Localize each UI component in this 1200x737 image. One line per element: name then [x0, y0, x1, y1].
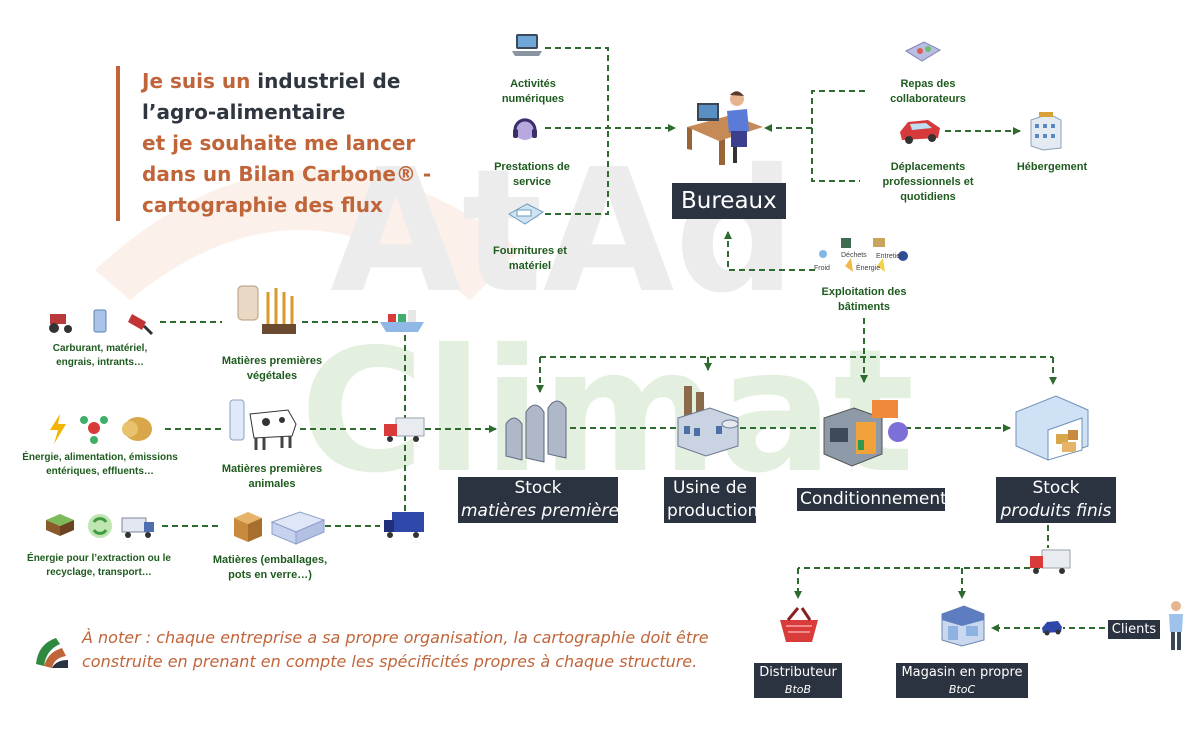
clients-title: Clients — [1111, 622, 1157, 637]
title-part-1: Je suis un — [142, 69, 258, 93]
fertilizer-bag-icon — [93, 309, 107, 333]
store-subtitle: BtoC — [948, 683, 976, 696]
atad-logo-icon — [36, 638, 68, 668]
warehouse-icon — [1015, 395, 1089, 461]
truck-icon — [121, 517, 154, 538]
flow-buildings-office — [724, 231, 815, 271]
distributor-title: Distributeur — [759, 665, 837, 680]
meals-label: Repas des collaborateurs — [890, 78, 966, 105]
title-part-2: industriel de l’agro-alimentaire — [142, 69, 401, 124]
soil-layers-icon — [46, 514, 74, 536]
buildings-label: Exploitation des bâtiments — [821, 286, 907, 313]
farm-inputs-icons — [49, 309, 154, 336]
animal-materials-label: Matières premières animales — [221, 463, 323, 490]
meal-tray-icon — [904, 41, 942, 62]
packing-tag: Conditionnement — [797, 488, 947, 511]
recycle-icon — [88, 514, 112, 538]
packaging-box-icon — [234, 511, 326, 545]
factory-icon — [677, 386, 739, 457]
watermark-swoosh — [95, 169, 520, 300]
truck-blue-icon — [384, 512, 424, 538]
flow-travel-down — [811, 128, 860, 182]
headset-icon — [513, 118, 537, 140]
store-tag: Magasin en propre BtoC — [896, 663, 1028, 698]
title-part-3: et je souhaite me lancer dans un Bilan C… — [142, 131, 432, 217]
packing-machine-icon — [823, 400, 908, 467]
milk-cow-icon — [229, 399, 297, 450]
offices-tag: Bureaux — [672, 183, 786, 219]
clients-tag: Clients — [1108, 620, 1160, 639]
flow-digital — [545, 47, 609, 128]
cold-icon — [819, 250, 827, 258]
lodging-label: Hébergement — [1016, 161, 1088, 173]
offices-title: Bureaux — [681, 188, 777, 214]
extraction-label: Énergie pour l’extraction ou le recyclag… — [27, 553, 171, 578]
cargo-ship-icon — [380, 310, 424, 332]
silo-icon — [505, 400, 567, 463]
client-person-icon — [1169, 601, 1183, 650]
extraction-icons — [46, 514, 154, 538]
packaging-materials-label: Matières (emballages, pots en verre…) — [212, 554, 328, 581]
distributor-tag: Distributeur BtoB — [754, 663, 842, 698]
car-icon — [900, 120, 940, 144]
store-title: Magasin en propre — [901, 665, 1023, 680]
maintenance-label: Entretien — [876, 253, 905, 260]
energy-icons — [50, 414, 152, 444]
flow-meals — [811, 90, 865, 128]
note-line-1: À noter : chaque entreprise a sa propre … — [82, 628, 709, 647]
factory-tag: Usine de production — [664, 477, 759, 523]
energy-small-label: Énergie — [856, 265, 881, 272]
supplies-icon — [508, 203, 544, 225]
page-title: Je suis un industriel de l’agro-alimenta… — [116, 66, 432, 221]
lightning-icon — [50, 414, 66, 444]
flour-wheat-icon — [237, 285, 296, 334]
cold-label: Froid — [814, 265, 830, 272]
fuel-label: Carburant, matériel, engrais, intrants… — [52, 343, 148, 368]
shopping-basket-icon — [780, 607, 818, 642]
energy-label: Énergie, alimentation, émissions entériq… — [22, 452, 178, 477]
flow-supplies — [545, 128, 609, 215]
factory-title-2: production — [667, 501, 759, 521]
digital-activities-label: Activités numériques — [501, 78, 565, 105]
factory-title-1: Usine de — [673, 478, 747, 498]
supplies-label: Fournitures et matériel — [493, 245, 567, 272]
building-utilities-icon — [819, 238, 908, 272]
car-small-icon — [1042, 621, 1062, 636]
molecule-icon — [80, 416, 108, 444]
stock-raw-subtitle: matières premières — [461, 501, 628, 521]
truck-delivery-icon — [1030, 549, 1071, 574]
fuel-pump-icon — [128, 314, 154, 336]
store-icon — [941, 605, 985, 647]
stock-finished-tag: Stock produits finis — [996, 477, 1116, 523]
waste-label: Déchets — [841, 252, 867, 259]
hotel-icon — [1030, 112, 1062, 151]
travel-label: Déplacements professionnels et quotidien… — [882, 161, 974, 203]
office-worker-icon — [687, 91, 763, 165]
hay-bale-icon — [122, 417, 152, 441]
services-label: Prestations de service — [494, 161, 570, 188]
stock-finished-subtitle: produits finis — [1000, 501, 1112, 521]
stock-raw-tag: Stock matières premières — [458, 477, 628, 523]
plant-materials-label: Matières premières végétales — [221, 355, 323, 382]
packing-title: Conditionnement — [800, 489, 947, 509]
truck-red-icon — [384, 417, 425, 442]
watermark-line-1: AtAd — [330, 133, 796, 331]
stock-finished-title: Stock — [1032, 478, 1080, 498]
laptop-icon — [512, 34, 542, 56]
distributor-subtitle: BtoB — [784, 683, 812, 696]
stock-raw-title: Stock — [514, 478, 562, 498]
tractor-icon — [49, 314, 72, 333]
note-line-2: construite en prenant en compte les spéc… — [82, 652, 698, 671]
note-text: À noter : chaque entreprise a sa propre … — [82, 626, 709, 674]
